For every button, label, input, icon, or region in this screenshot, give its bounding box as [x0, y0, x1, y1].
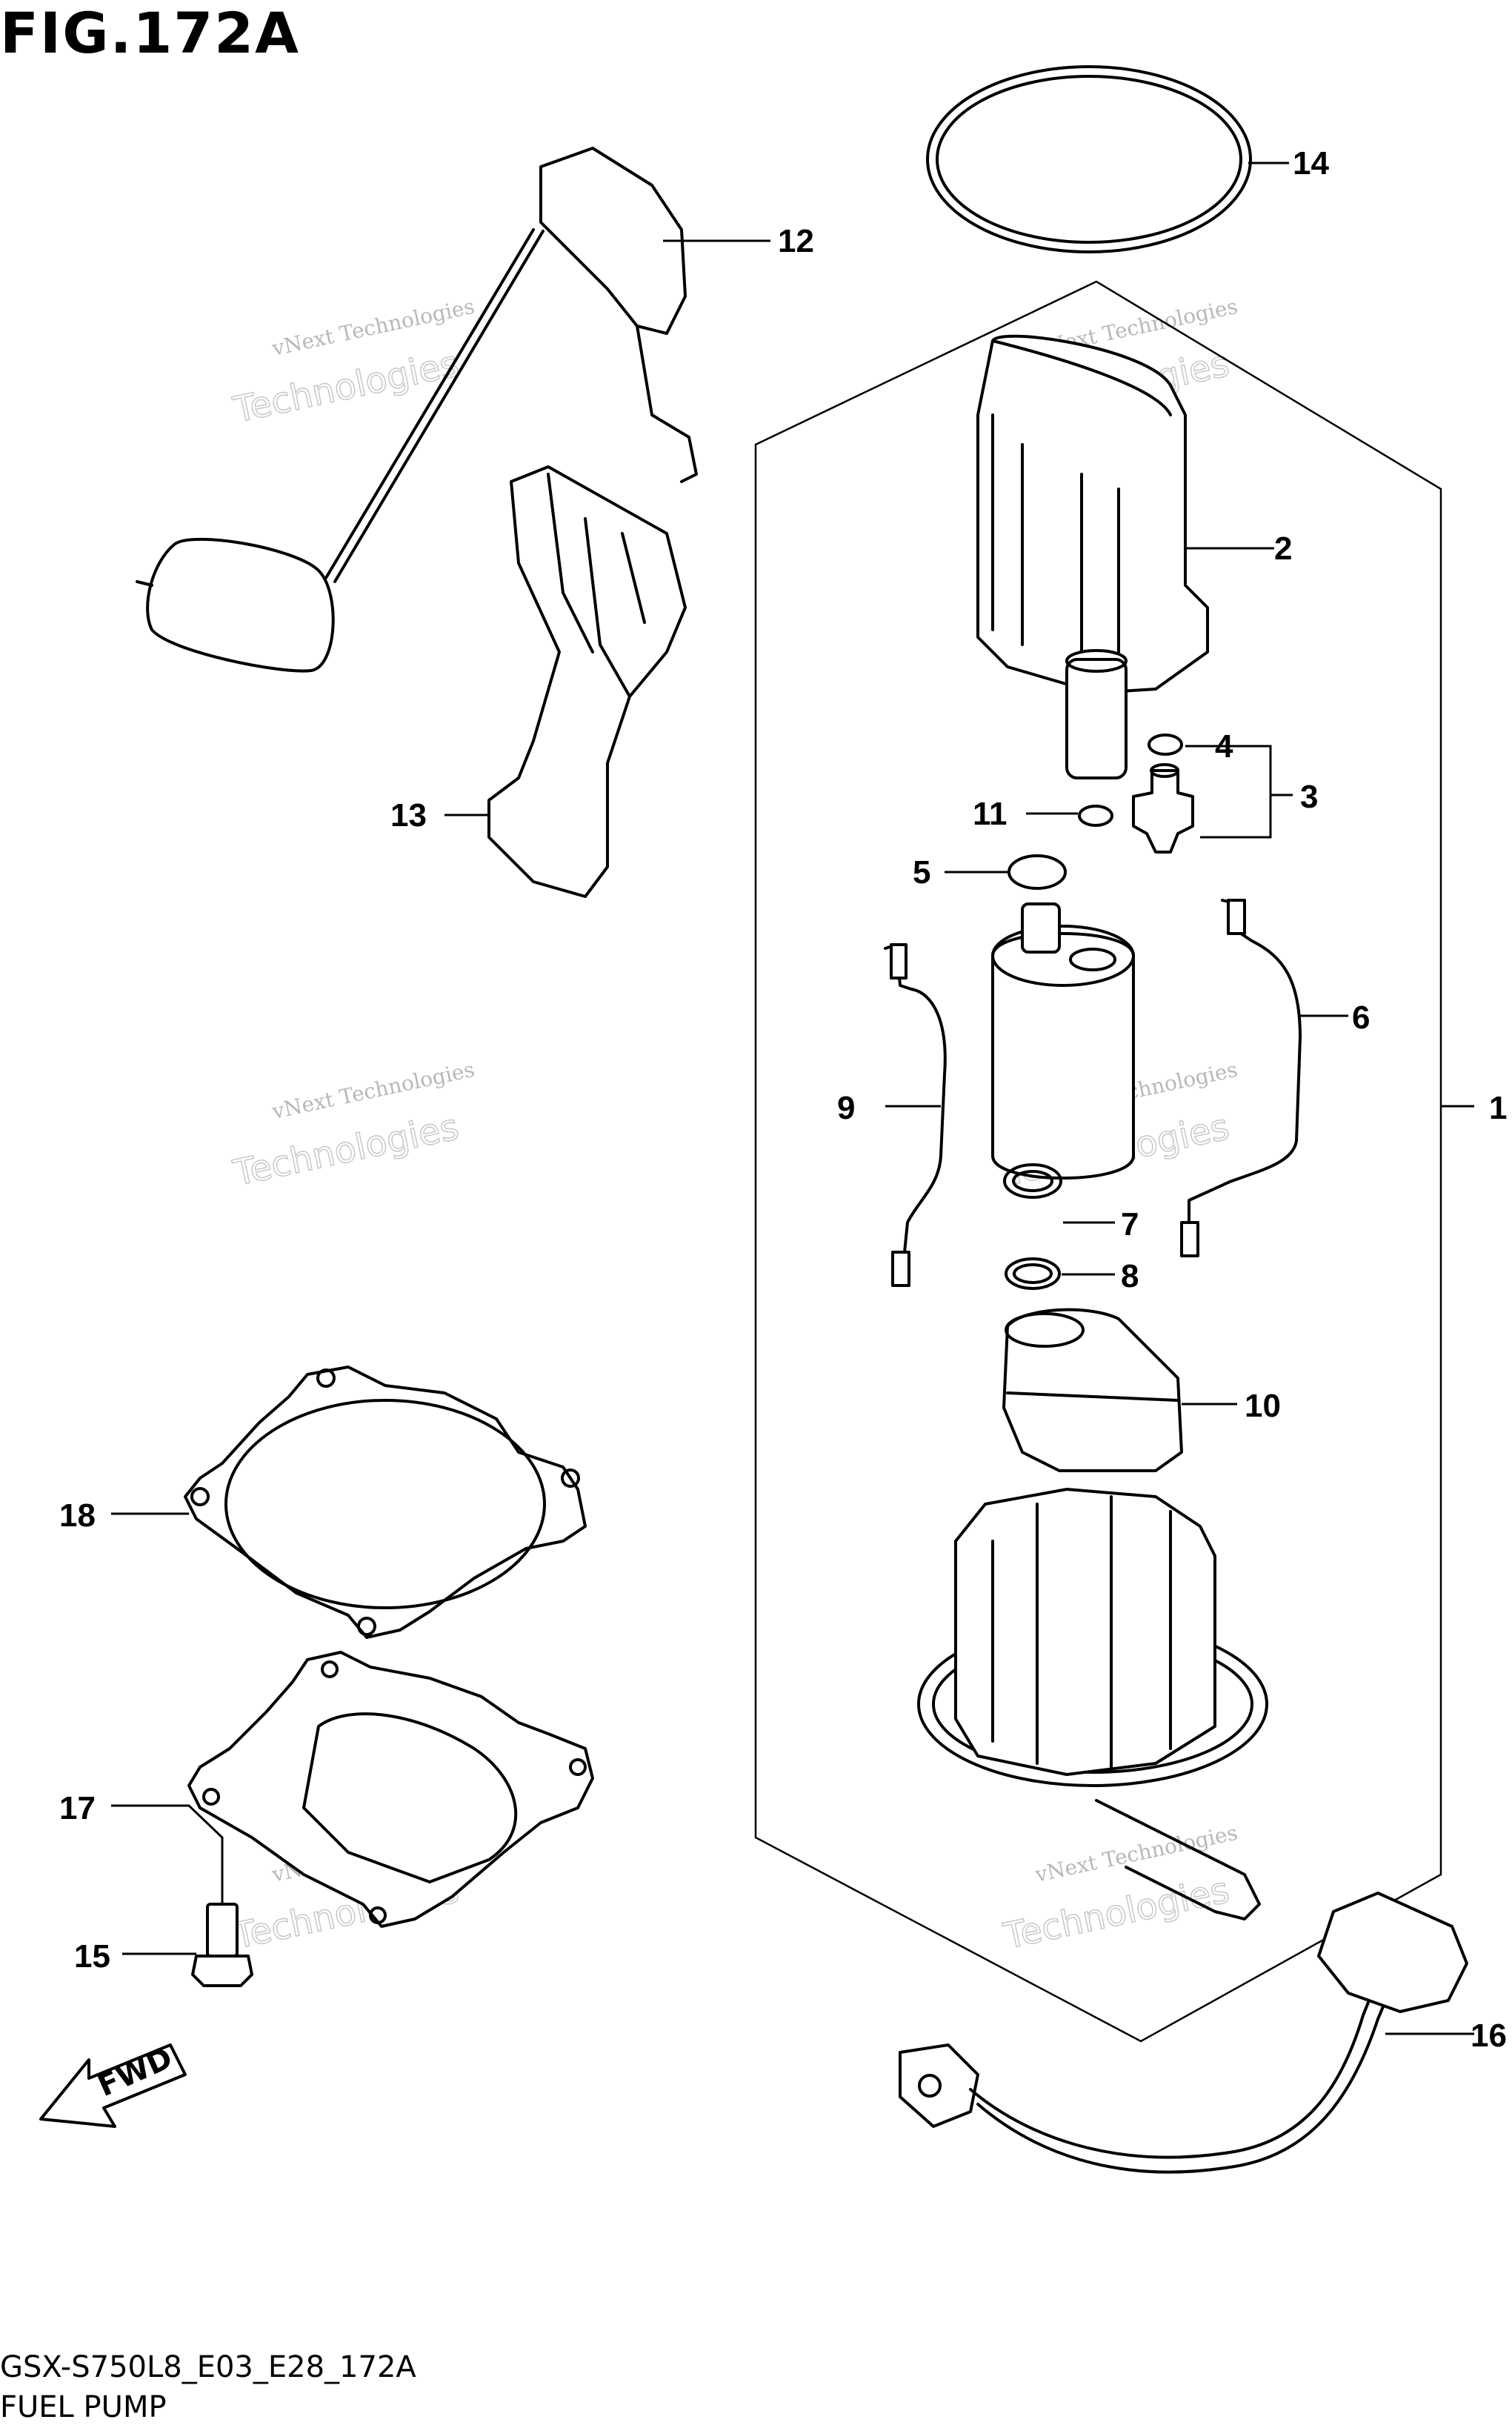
callout-14: 14: [1293, 145, 1329, 182]
assembly-outline: [754, 280, 1442, 2043]
fwd-arrow-icon: FWD: [39, 2041, 187, 2128]
fuel-level-sender-part-12[interactable]: [324, 147, 698, 583]
wire-part-9[interactable]: [884, 943, 947, 1287]
pump-case-part-2[interactable]: [976, 334, 1209, 779]
callout-17: 17: [59, 1790, 96, 1826]
watermark-text: Technologies: [1000, 1869, 1233, 1958]
callout-10: 10: [1245, 1388, 1281, 1424]
callout-16: 16: [1471, 2018, 1507, 2054]
pump-base-flange[interactable]: [917, 1488, 1268, 1920]
bolt-part-15[interactable]: [191, 1903, 253, 1987]
watermark-text: Technologies: [230, 1106, 462, 1194]
regulator-part-3[interactable]: [1132, 763, 1194, 854]
callout-9: 9: [837, 1090, 855, 1126]
model-code: GSX-S750L8_E03_E28_172A: [0, 2350, 416, 2384]
wire-part-6[interactable]: [1180, 899, 1302, 1257]
callout-3: 3: [1300, 779, 1318, 815]
callout-7: 7: [1121, 1206, 1139, 1243]
ring-part-8[interactable]: [1005, 1257, 1061, 1290]
watermark-text: Technologies: [230, 343, 462, 431]
callout-5: 5: [913, 854, 930, 891]
callout-1: 1: [1489, 1090, 1507, 1126]
figure-title: FIG.172A: [0, 0, 300, 66]
o-ring-part-14[interactable]: [926, 65, 1252, 253]
o-ring-part-4[interactable]: [1148, 734, 1183, 756]
bracket-part-13[interactable]: [487, 465, 687, 898]
callout-18: 18: [59, 1497, 96, 1534]
callout-11: 11: [973, 796, 1008, 832]
callout-labels: 14 12 2 4 3 11 5 13 6 9 1 7 8 10 18 17 1…: [59, 145, 1507, 2054]
callout-8: 8: [1121, 1258, 1139, 1294]
section-name: FUEL PUMP: [0, 2390, 167, 2424]
callout-6: 6: [1352, 1000, 1370, 1036]
holder-part-10[interactable]: [1002, 1308, 1183, 1472]
wire-harness-part-16[interactable]: [899, 1892, 1468, 2174]
fuel-pump-motor[interactable]: [991, 902, 1135, 1180]
o-ring-part-11[interactable]: [1078, 805, 1113, 827]
leader-lines: [111, 162, 1474, 2035]
callout-13: 13: [390, 797, 427, 834]
gasket-part-18[interactable]: [184, 1366, 587, 1639]
float-part[interactable]: [136, 537, 335, 673]
plate-part-17[interactable]: [187, 1651, 594, 1928]
callout-2: 2: [1274, 530, 1292, 567]
callout-4: 4: [1215, 728, 1233, 765]
ring-part-7[interactable]: [1003, 1163, 1062, 1199]
callout-12: 12: [778, 223, 814, 259]
o-ring-part-5[interactable]: [1008, 854, 1067, 890]
callout-15: 15: [74, 1938, 110, 1975]
